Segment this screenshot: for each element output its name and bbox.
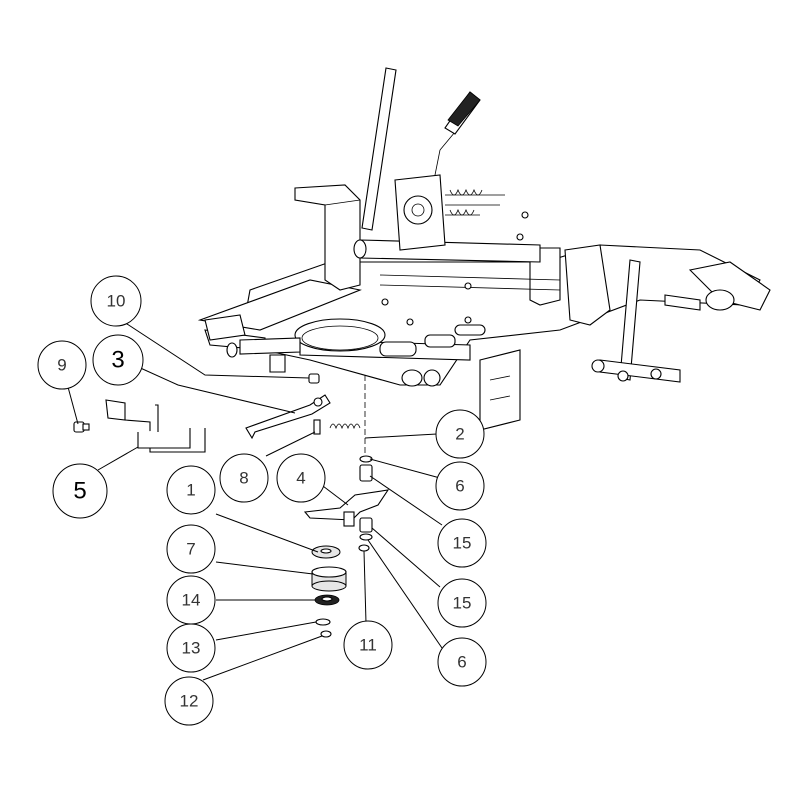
svg-text:11: 11 <box>359 636 377 655</box>
callout-12: 12 <box>164 676 214 726</box>
leader-lines <box>67 321 443 681</box>
callout-8: 8 <box>219 453 269 503</box>
part-2-spring <box>329 423 361 430</box>
svg-text:5: 5 <box>73 478 86 505</box>
callouts: 10 9 3 5 8 2 6 4 <box>37 275 487 726</box>
part-10-nut <box>308 373 320 384</box>
svg-text:6: 6 <box>457 653 466 672</box>
svg-text:9: 9 <box>57 356 66 375</box>
svg-text:8: 8 <box>239 469 248 488</box>
svg-text:12: 12 <box>180 692 199 711</box>
callout-9: 9 <box>37 340 87 390</box>
svg-text:4: 4 <box>296 469 305 488</box>
part-6-lower-washer <box>359 533 373 541</box>
frame-assembly <box>197 67 771 431</box>
part-4-shift-plate <box>303 489 390 521</box>
part-5-rod-bracket <box>105 399 206 453</box>
svg-text:15: 15 <box>453 594 472 613</box>
callout-13: 13 <box>166 623 216 673</box>
part-15-upper-bushing <box>359 464 373 482</box>
callout-4: 4 <box>276 453 326 503</box>
svg-text:6: 6 <box>455 477 464 496</box>
callout-15-lower: 15 <box>437 578 487 628</box>
svg-text:15: 15 <box>453 534 472 553</box>
callout-6-upper: 6 <box>435 461 485 511</box>
part-12-washer <box>320 630 332 638</box>
part-14-bearing <box>314 594 340 606</box>
part-13-snap-ring <box>315 618 331 626</box>
callout-11: 11 <box>343 620 393 670</box>
svg-text:10: 10 <box>107 292 126 311</box>
svg-text:7: 7 <box>186 540 195 559</box>
callout-3: 3 <box>92 334 144 386</box>
part-8-pin <box>313 419 321 435</box>
svg-text:1: 1 <box>186 481 195 500</box>
callout-5: 5 <box>52 463 108 519</box>
exploded-parts <box>73 373 390 638</box>
callout-1: 1 <box>166 465 216 515</box>
part-6-upper-washer <box>359 455 373 463</box>
part-15-lower-bushing <box>359 517 373 533</box>
part-11-washer <box>358 544 370 552</box>
callout-7: 7 <box>166 524 216 574</box>
part-9-bolt <box>73 421 90 433</box>
callout-14: 14 <box>166 575 216 625</box>
callout-2: 2 <box>435 409 485 459</box>
part-3-arm <box>245 394 331 440</box>
part-7-bearing-housing <box>311 566 347 592</box>
callout-10: 10 <box>90 275 142 327</box>
svg-text:13: 13 <box>182 639 201 658</box>
svg-text:3: 3 <box>111 347 124 374</box>
callout-15-upper: 15 <box>437 518 487 568</box>
part-1-bearing-cap <box>311 545 341 559</box>
callout-6-lower: 6 <box>437 637 487 687</box>
svg-text:2: 2 <box>455 425 464 444</box>
svg-text:14: 14 <box>182 591 201 610</box>
